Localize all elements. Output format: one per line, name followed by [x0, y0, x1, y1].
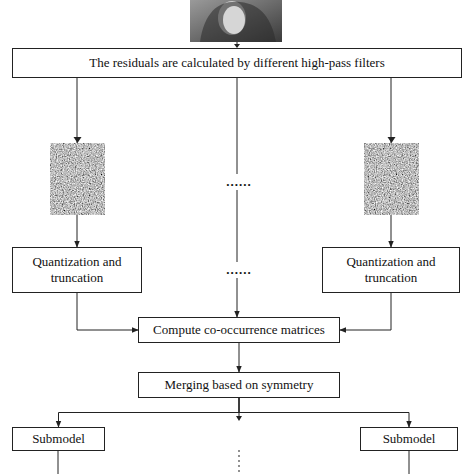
box-text: Submodel: [383, 431, 436, 447]
input-photo: [190, 0, 282, 42]
flow-arrow: [340, 293, 391, 330]
process-box: Merging based on symmetry: [138, 372, 340, 398]
arrow-head: [74, 137, 82, 143]
flow-arrow: [77, 293, 138, 330]
input-arrow: [237, 42, 238, 47]
flow-arrow: [391, 78, 392, 247]
box-text: Quantization and truncation: [327, 254, 455, 285]
submodel-box: Submodel: [12, 427, 105, 451]
flow-arrow: [59, 398, 240, 427]
residual-image: [50, 143, 105, 215]
box-text: Quantization and truncation: [17, 254, 137, 285]
arrow-head: [236, 416, 242, 421]
process-box: Quantization and truncation: [322, 247, 460, 293]
flow-arrow: [239, 343, 240, 372]
submodel-box: Submodel: [360, 427, 458, 451]
box-text: The residuals are calculated by differen…: [89, 55, 384, 71]
ellipsis-label: ......: [224, 262, 254, 278]
flow-arrow: [77, 78, 78, 247]
box-text: Merging based on symmetry: [165, 377, 314, 393]
flow-arrow: [237, 78, 238, 317]
ellipsis-label: ......: [224, 174, 254, 190]
arrow-head: [388, 137, 396, 143]
process-box: Compute co-occurrence matrices: [138, 317, 340, 343]
continuation-line: [58, 451, 59, 474]
box-text: Compute co-occurrence matrices: [153, 322, 325, 338]
residual-image: [364, 143, 419, 215]
flow-arrow: [239, 398, 409, 427]
process-box: The residuals are calculated by differen…: [12, 48, 462, 78]
continuation-line: [409, 451, 410, 474]
continuation-arrow: [239, 398, 240, 418]
box-text: Submodel: [32, 431, 85, 447]
continuation-line: [239, 450, 240, 474]
process-box: Quantization and truncation: [12, 247, 142, 293]
